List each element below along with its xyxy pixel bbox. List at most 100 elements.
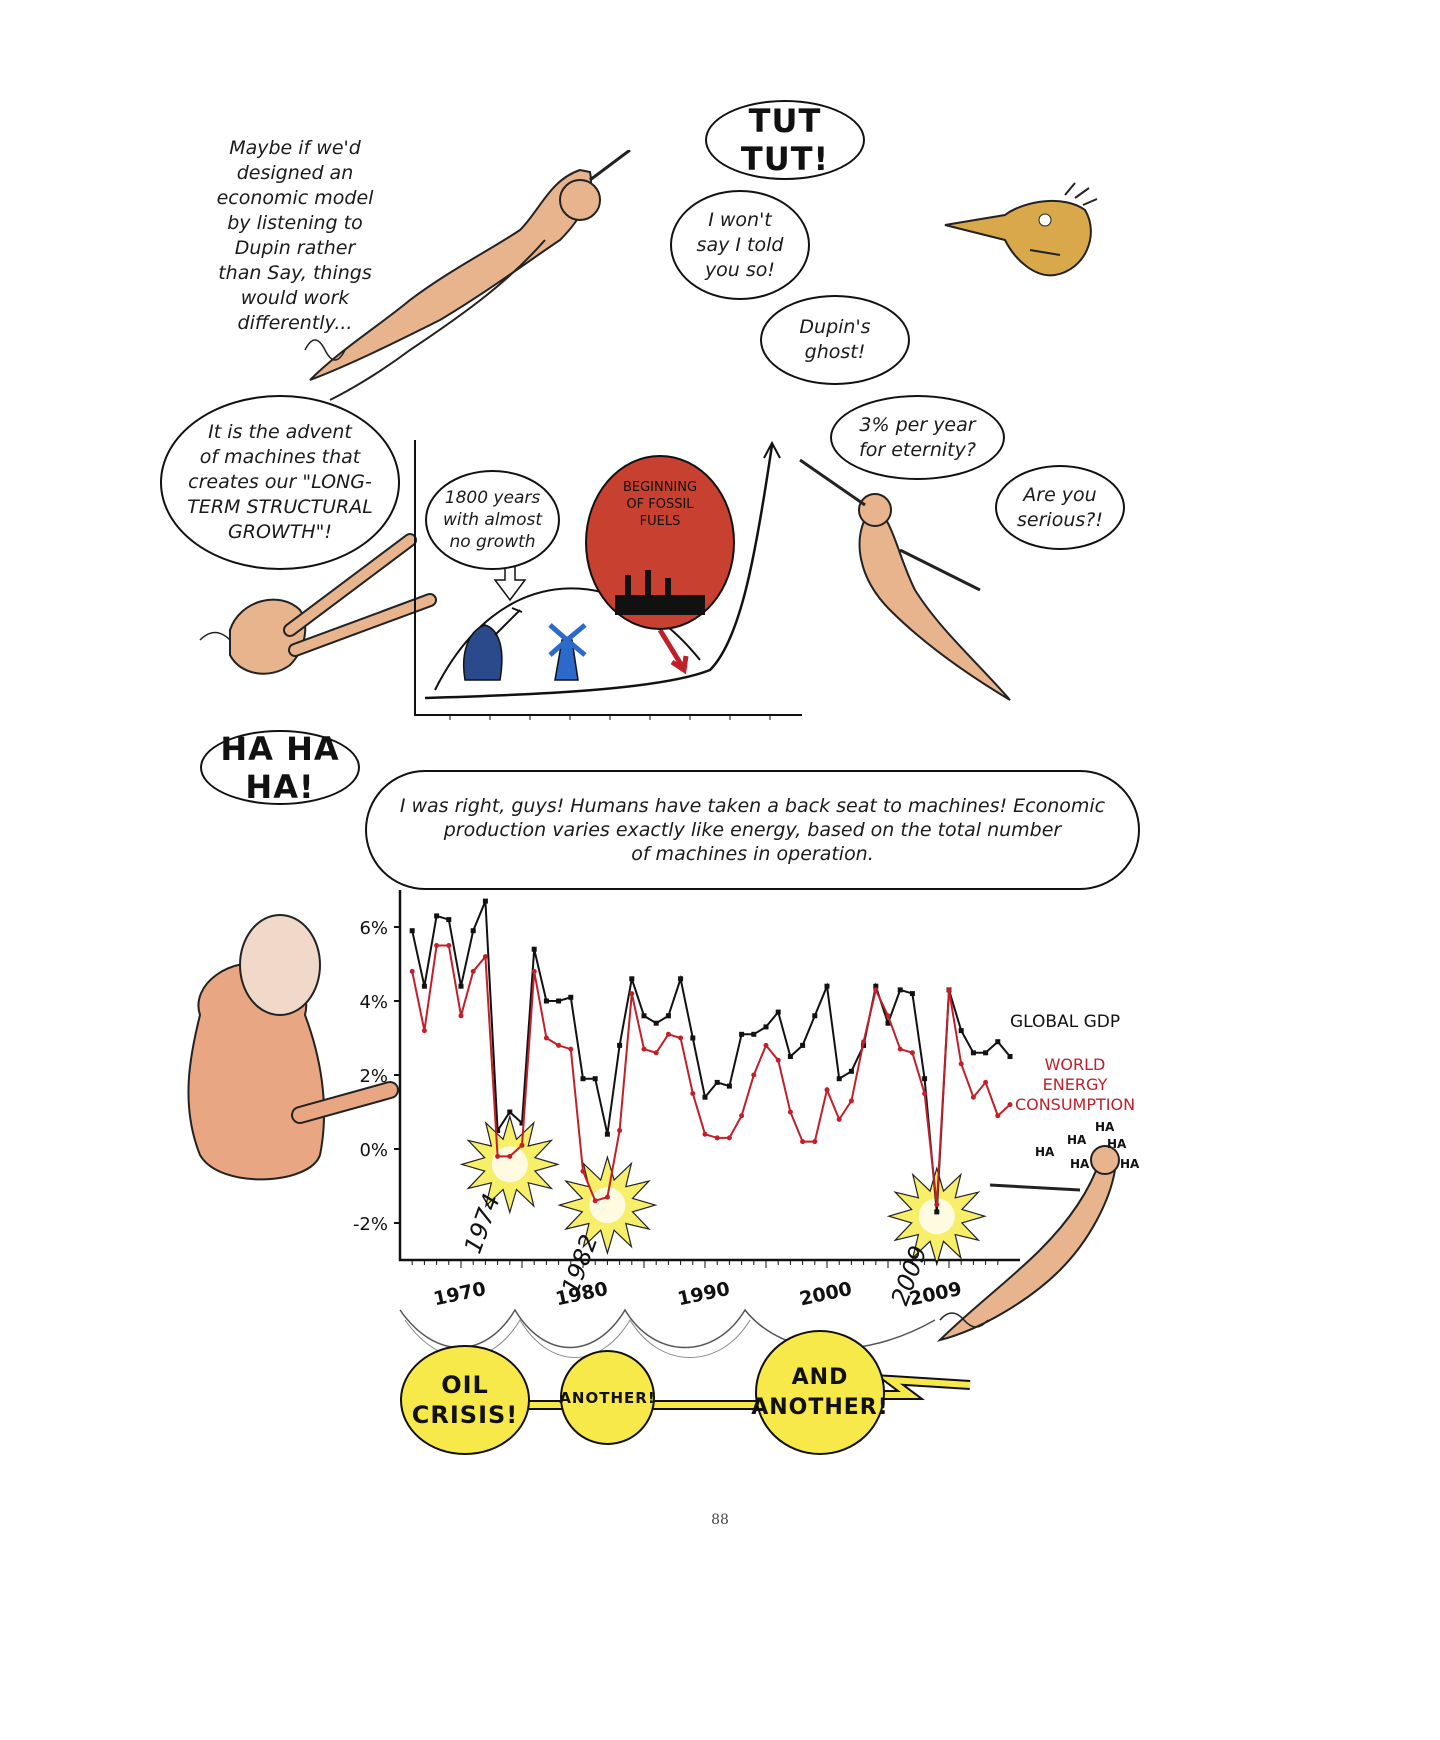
oil-crisis-bubble: OIL CRISIS! [400,1345,530,1455]
chart-axis-line [398,890,1020,1262]
y-tick-label: 0% [359,1140,388,1161]
energy-point [629,991,635,997]
energy-point [568,1046,574,1052]
gdp-point [665,1013,671,1019]
crisis-year-label: 1974 [459,1190,506,1257]
gdp-point [568,994,574,1000]
gdp-point [702,1094,708,1100]
energy-point [617,1128,623,1133]
gdp-point [641,1013,647,1019]
energy-point [970,1094,976,1100]
say-figure-reaching [199,533,437,675]
gdp-point [604,1131,610,1137]
energy-point [604,1194,610,1200]
gdp-point [812,1013,818,1019]
legend-global-gdp: GLOBAL GDP [1010,1012,1121,1032]
y-tick-label: 4% [359,992,388,1013]
laugh-1: HA [1035,1145,1055,1159]
gdp-point [690,1035,696,1041]
energy-point [909,1050,915,1056]
energy-point [726,1135,732,1141]
laugh-5: HA [1120,1157,1140,1171]
energy-point [958,1061,964,1067]
ghost-figure-top [304,150,631,401]
advent-bubble: It is the advent of machines that create… [160,395,400,570]
gdp-point [580,1076,586,1082]
ha-ha-text: HA HA HA! [220,729,340,806]
gdp-point [519,1120,525,1126]
laugh-4: HA [1107,1137,1127,1151]
energy-point [885,1013,891,1019]
page-number: 88 [711,1512,729,1528]
gdp-point [531,946,537,952]
tut-tut-text: TUT TUT! [740,102,830,178]
gdp-point [751,1031,757,1037]
another-text: ANOTHER! [559,1388,656,1407]
gdp-point [592,1076,598,1082]
energy-point [751,1072,757,1078]
energy-point [787,1109,793,1115]
energy-point [434,943,440,948]
gdp-point [1007,1054,1013,1059]
gdp-point [848,1068,854,1074]
gdp-point [800,1042,806,1048]
chart-series [409,898,1013,1215]
gdp-point [617,1042,623,1048]
gdp-point [678,976,684,982]
energy-point [702,1131,708,1137]
energy-point [495,1153,501,1159]
ha-ha-bubble: HA HA HA! [200,729,360,806]
energy-point [1007,1102,1013,1108]
energy-point [897,1046,903,1052]
gdp-point [556,998,562,1004]
energy-point [543,1035,549,1041]
gdp-point [482,898,488,904]
y-tick-label: 6% [359,918,388,939]
energy-point [580,1168,586,1174]
gdp-point [726,1083,732,1089]
energy-point [519,1142,525,1148]
energy-point [983,1079,989,1085]
gdp-point [897,987,903,993]
tut-tut-bubble: TUT TUT! [705,100,865,180]
chart-axes [398,890,1020,1262]
gdp-point [653,1020,659,1026]
energy-point [690,1091,696,1096]
energy-point [946,987,952,993]
oil-crisis-text: OIL CRISIS! [411,1371,519,1429]
energy-point [482,954,488,960]
gdp-point [495,1128,501,1133]
serious-bubble: Are you serious?! [995,465,1125,550]
gdp-point [421,983,427,989]
gdp-point [458,983,464,989]
dupins-ghost-text: Dupin's ghost! [799,316,871,363]
gdp-point [824,983,830,989]
gdp-point [995,1039,1001,1045]
was-right-text: I was right, guys! Humans have taken a b… [399,795,1106,865]
gdp-point [434,913,440,919]
y-tick-label: -2% [353,1214,388,1235]
gdp-point [409,928,415,934]
and-another-bubble: AND ANOTHER! [751,1330,888,1455]
gdp-point [958,1028,964,1034]
laughing-ghost-figure [936,1145,1120,1342]
laugh-text-group: HA HA HA HA HA HA [1035,1115,1155,1175]
gdp-point [739,1031,745,1037]
energy-point [714,1135,720,1141]
energy-point [678,1035,684,1041]
gdp-point [787,1054,793,1059]
gdp-point [983,1050,989,1056]
laugh-6: HA [1070,1157,1090,1171]
no-growth-bubble: 1800 years with almost no growth [425,470,560,570]
energy-point [458,1013,464,1019]
crisis-bursts [459,1114,987,1267]
laugh-2: HA [1067,1133,1087,1147]
another-bubble: ANOTHER! [559,1350,656,1445]
gdp-point [470,928,476,934]
energy-point [934,1202,940,1207]
energy-point [507,1153,513,1159]
gdp-point [970,1050,976,1056]
factory-icon [615,570,705,615]
say-figure-pointing [187,914,399,1181]
gdp-point [543,998,549,1004]
